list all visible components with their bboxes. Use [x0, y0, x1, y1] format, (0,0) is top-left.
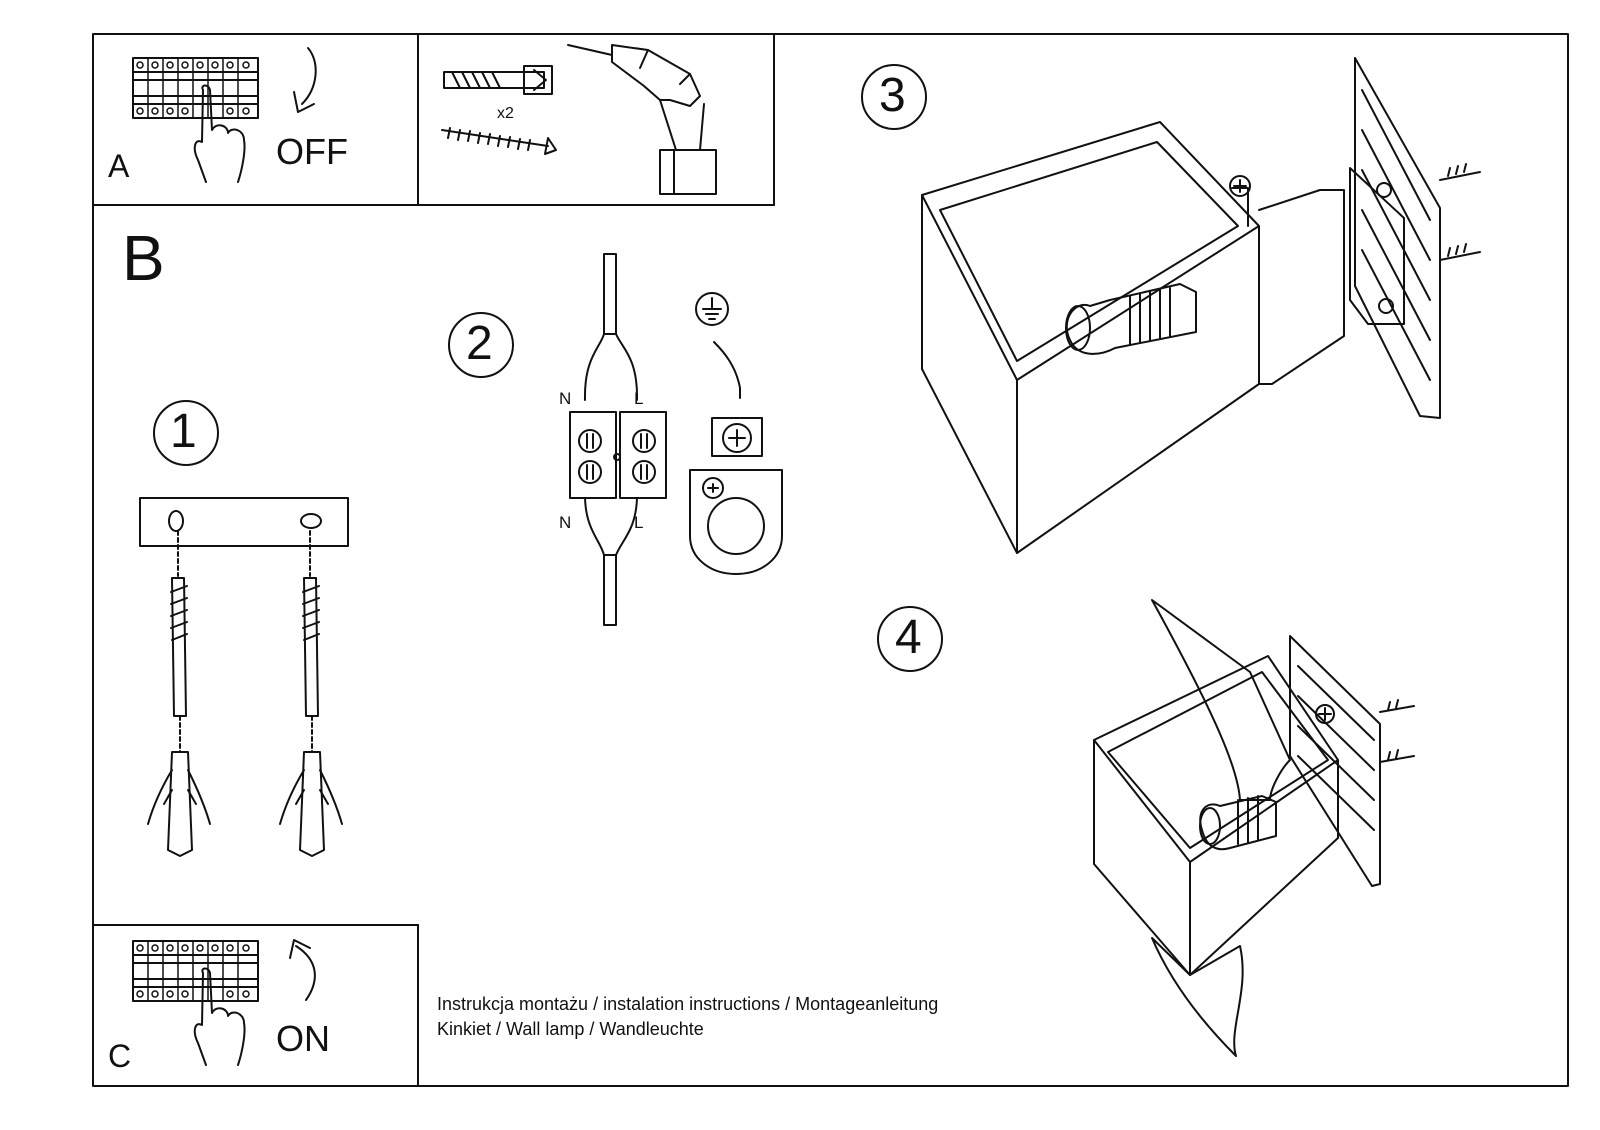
outer-frame	[92, 33, 1569, 1087]
step-4-number: 4	[895, 611, 922, 664]
breaker-off-icon	[132, 57, 259, 119]
step-1-number: 1	[170, 405, 197, 458]
plug-right-icon	[279, 751, 343, 857]
switch-on-label: ON	[276, 1018, 330, 1059]
wall-bracket-step4	[1289, 635, 1415, 887]
lamp-housing-step4	[1093, 599, 1339, 1057]
step-4-circle	[877, 606, 943, 672]
turn-off-arrow-icon	[293, 47, 317, 113]
wire-label-l-bottom: L	[634, 513, 644, 532]
plug-left-icon	[147, 751, 211, 857]
screw-icon	[441, 127, 557, 155]
step-2-circle	[448, 312, 514, 378]
wire-label-n-bottom: N	[559, 513, 572, 532]
mounting-plate	[139, 497, 349, 547]
breaker-on-icon	[132, 940, 259, 1002]
wall-bracket-step3	[1229, 57, 1481, 419]
step-1-circle	[153, 400, 219, 466]
plate-slot-right	[300, 513, 322, 529]
terminal-block	[569, 253, 667, 626]
turn-on-arrow-icon	[289, 939, 316, 1001]
screw-left-icon	[170, 530, 188, 753]
step-3-circle	[861, 64, 927, 130]
earth-clamp	[689, 292, 783, 575]
wire-label-l-top: L	[634, 389, 644, 408]
wall-plug-icon	[443, 65, 553, 95]
hand-on-icon	[193, 967, 246, 1066]
screw-right-icon	[302, 530, 320, 753]
quantity-label: x2	[497, 105, 514, 122]
step-3-number: 3	[879, 69, 906, 122]
panel-b-letter: B	[122, 222, 165, 294]
footer-subtitle: Kinkiet / Wall lamp / Wandleuchte	[437, 1019, 704, 1039]
drill-icon	[567, 44, 717, 195]
panel-a-letter: A	[108, 148, 130, 184]
footer-title: Instrukcja montażu / instalation instruc…	[437, 994, 939, 1014]
plate-slot-left	[168, 510, 184, 532]
ground-symbol-icon	[695, 292, 729, 326]
step-2-number: 2	[466, 317, 493, 370]
switch-off-label: OFF	[276, 131, 348, 172]
panel-c-letter: C	[108, 1038, 132, 1074]
wire-label-n-top: N	[559, 389, 572, 408]
hand-icon	[193, 84, 246, 183]
lamp-housing-step3	[921, 121, 1260, 554]
